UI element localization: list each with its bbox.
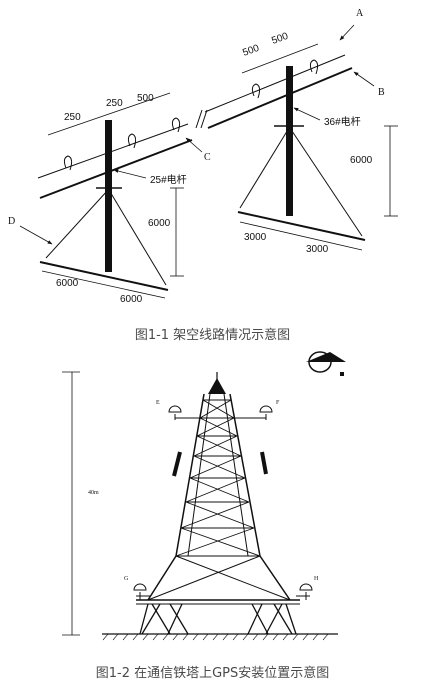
arrow-B <box>353 71 375 87</box>
wire-loop <box>309 59 319 75</box>
figure-overhead-line <box>19 24 398 299</box>
pole-36 <box>286 66 293 216</box>
tower-top <box>208 378 226 394</box>
arrow-D <box>19 225 53 245</box>
gps-antenna-H <box>299 583 313 591</box>
figure1-caption: 图1-1 架空线路情况示意图 <box>134 328 291 343</box>
dim-line <box>41 270 166 299</box>
tower-base-right <box>259 555 291 601</box>
dim-line <box>241 43 319 74</box>
label-A: A <box>356 8 364 19</box>
wire-loop <box>127 133 137 149</box>
dim-line <box>239 221 363 251</box>
height-label: 40m <box>88 490 99 496</box>
arrow-C <box>185 137 203 153</box>
wire-loop <box>63 155 73 171</box>
dim-right-height: 6000 <box>350 155 373 166</box>
dim-500-a: 500 <box>137 93 154 104</box>
pole-25-label: 25#电杆 <box>150 173 187 186</box>
dim-right-base-1: 3000 <box>244 232 267 243</box>
dim-left-height: 6000 <box>148 218 171 229</box>
anchor-base-left <box>39 261 169 291</box>
guy-wire <box>239 127 290 209</box>
anchor-base-right <box>237 211 366 241</box>
figure2-caption: 图1-2 在通信铁塔上GPS安装位置示意图 <box>95 666 330 681</box>
dim-left-base-1: 6000 <box>56 278 79 289</box>
label-E: E <box>156 400 160 406</box>
arrow-A <box>339 24 355 41</box>
wire-loop <box>251 83 261 99</box>
gps-antenna-F <box>259 405 273 413</box>
label-C: C <box>204 152 211 163</box>
dim-right-base-2: 3000 <box>306 244 329 255</box>
figure-tower <box>62 351 346 641</box>
tower-base-left <box>147 555 177 601</box>
dim-500-b: 500 <box>241 43 261 59</box>
tower-bracing <box>175 399 261 557</box>
dim-left-base-2: 6000 <box>120 294 143 305</box>
lower-wire-left <box>39 139 193 199</box>
arrow-25 <box>113 169 147 179</box>
base-bracing <box>147 555 291 601</box>
dim-250-a: 250 <box>64 112 81 123</box>
compass-icon <box>306 351 346 376</box>
label-G: G <box>124 576 129 582</box>
ground-hatch <box>102 633 329 641</box>
gps-antenna-G <box>133 583 147 591</box>
dim-line <box>47 92 171 136</box>
label-F: F <box>276 400 280 406</box>
pole-36-label: 36#电杆 <box>324 115 361 128</box>
guy-wire <box>289 127 363 237</box>
label-B: B <box>378 87 385 98</box>
dim-250-b: 250 <box>106 98 123 109</box>
upper-wire-right <box>204 54 346 113</box>
arrow-36 <box>293 107 321 121</box>
break-mark <box>195 109 203 129</box>
tower-leg-left <box>175 393 205 557</box>
antenna-panel-left <box>172 451 182 477</box>
dim-500-c: 500 <box>270 31 290 47</box>
wire-loop <box>171 117 181 133</box>
antenna-panel-right <box>260 451 268 475</box>
label-D: D <box>8 216 15 227</box>
tower-feet <box>139 603 297 635</box>
gps-antenna-E <box>168 405 182 413</box>
guy-wire <box>108 189 167 286</box>
pole-25 <box>105 120 112 272</box>
upper-wire-left <box>37 123 189 179</box>
guy-wire <box>45 189 109 259</box>
tower-leg-right <box>229 393 261 557</box>
break-mark <box>200 109 208 129</box>
lower-wire-right <box>207 67 353 129</box>
label-H: H <box>314 576 319 582</box>
